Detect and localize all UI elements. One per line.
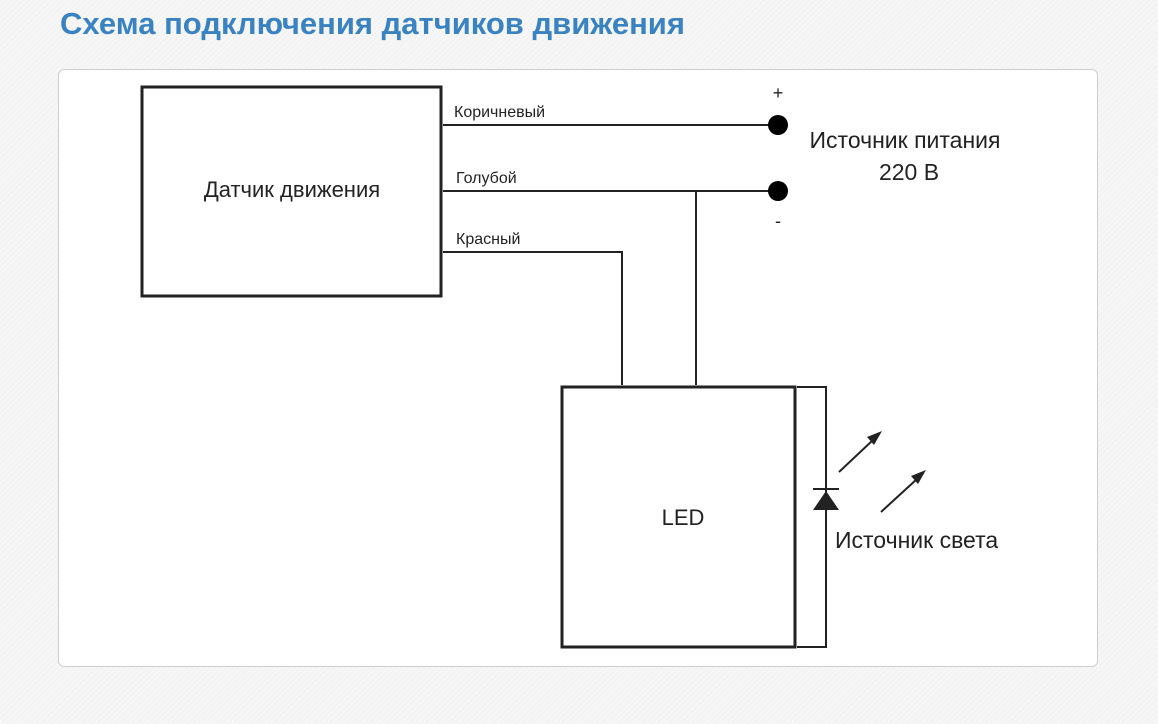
light-arrow-icon: [880, 470, 926, 513]
led-box: [560, 385, 797, 649]
plus-sign: +: [773, 83, 784, 103]
diagram-panel: Датчик движения LED Коричневый Голубой К…: [58, 69, 1098, 667]
wire-blue-label: Голубой: [456, 170, 517, 187]
wire-red: [443, 251, 623, 385]
diode-icon: [813, 488, 839, 510]
led-label: LED: [662, 505, 705, 530]
wiring-diagram: Датчик движения LED Коричневый Голубой К…: [140, 83, 1001, 649]
motion-sensor-label: Датчик движения: [204, 177, 380, 202]
page-title: Схема подключения датчиков движения: [60, 6, 685, 41]
light-source-label: Источник света: [835, 527, 998, 553]
power-source-label-line1: Источник питания: [810, 127, 1001, 153]
terminal-plus-dot: [768, 115, 788, 135]
terminal-minus-dot: [768, 181, 788, 201]
minus-sign: -: [775, 211, 781, 231]
wire-brown-label: Коричневый: [454, 104, 545, 121]
light-source-wire: [797, 386, 827, 648]
wire-red-label: Красный: [456, 231, 520, 248]
light-arrow-icon: [838, 431, 882, 473]
motion-sensor-box: [140, 85, 443, 298]
power-source-label-line2: 220 В: [879, 159, 939, 185]
